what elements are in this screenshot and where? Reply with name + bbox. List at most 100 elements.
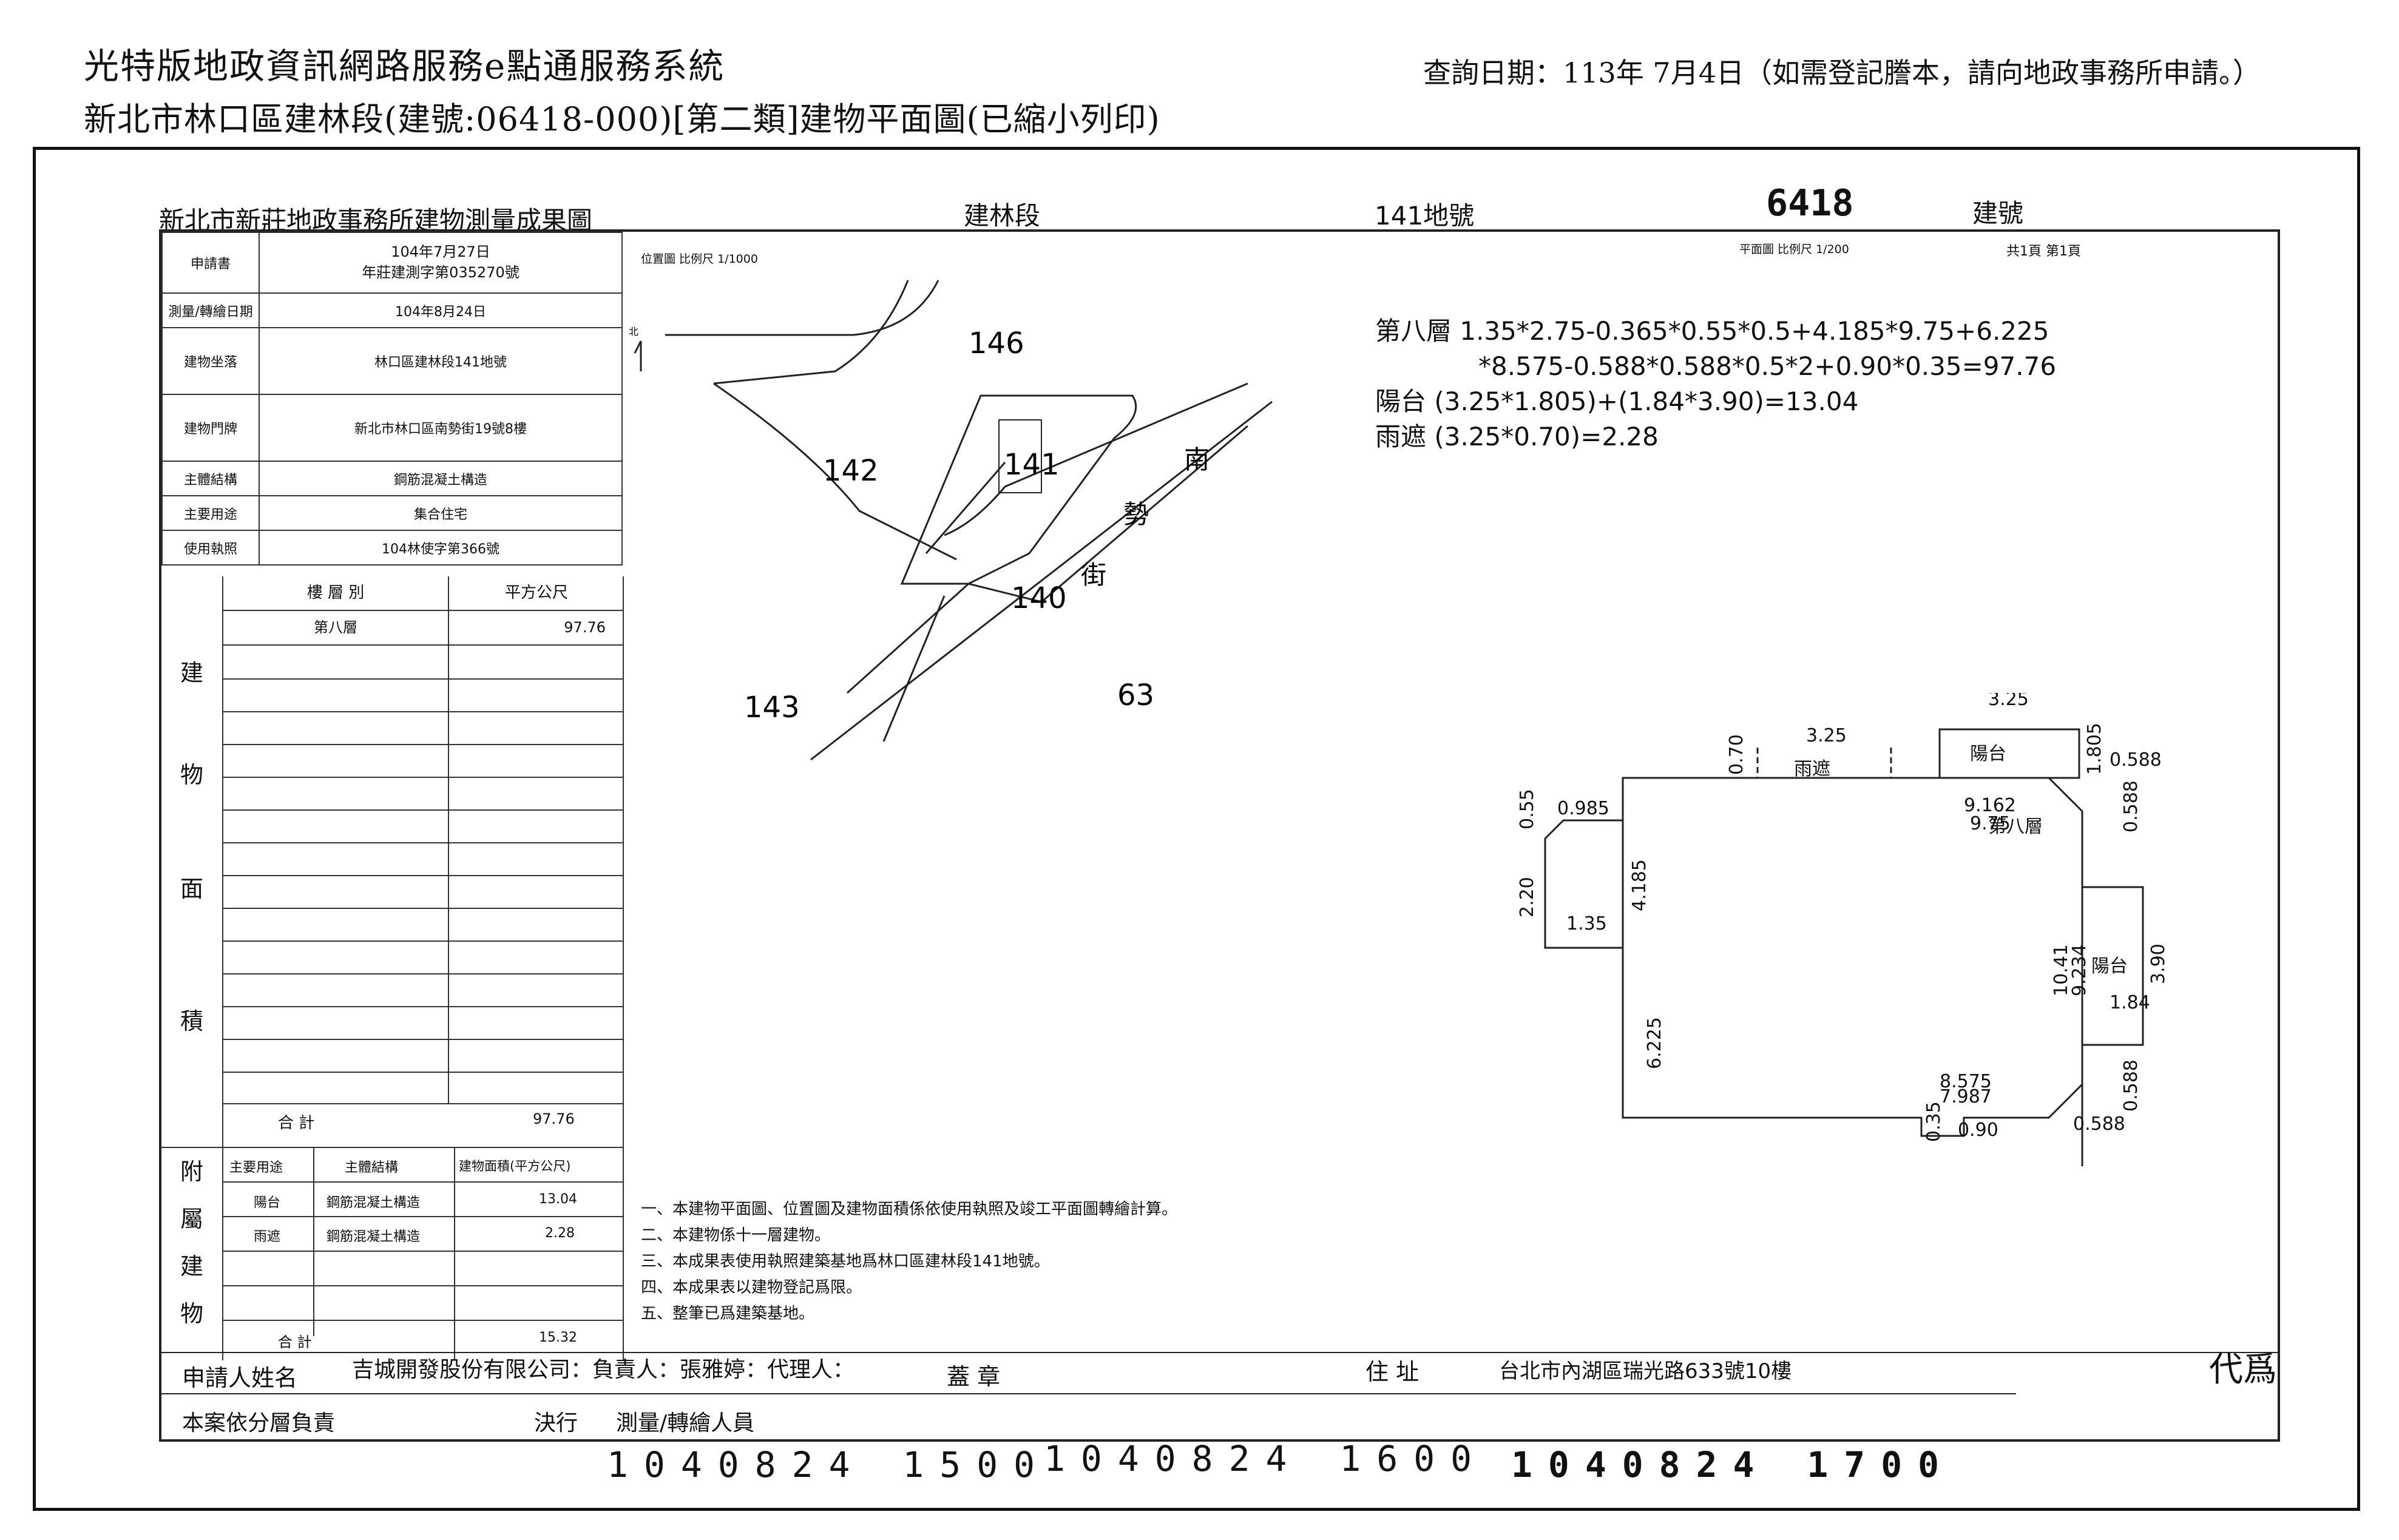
area-grid: 樓 層 別 平方公尺 第八層 97.76 合 計 97.76 bbox=[222, 576, 624, 1147]
attached-use: 陽台 bbox=[254, 1195, 281, 1211]
note-line: 五、整筆已爲建築基地。 bbox=[641, 1305, 815, 1323]
info-label: 測量/轉繪日期 bbox=[161, 292, 260, 328]
balcony-label: 陽台 bbox=[1970, 743, 2006, 765]
street-char: 南 bbox=[1184, 445, 1210, 474]
area-section: 建 物 面 積 樓 層 別 平方公尺 第八層 97.76 合 計 97.76 bbox=[161, 576, 624, 1147]
plan-outline bbox=[1544, 777, 2083, 1137]
dimension: 0.90 bbox=[1958, 1120, 1998, 1141]
building-location: 林口區建林段141地號 bbox=[259, 327, 623, 395]
dimension: 1.805 bbox=[2084, 723, 2105, 775]
area-col-line bbox=[448, 644, 449, 1103]
use-permit: 104林使字第366號 bbox=[259, 530, 623, 566]
area-total-label: 合 計 bbox=[278, 1114, 315, 1132]
attached-total-label: 合 計 bbox=[278, 1334, 312, 1351]
area-row-line bbox=[223, 711, 624, 712]
balcony-label: 陽台 bbox=[2091, 956, 2128, 977]
responsibility-label: 本案依分層負責 bbox=[182, 1411, 336, 1436]
area-row-line bbox=[223, 1039, 624, 1040]
total-divider bbox=[223, 1103, 624, 1104]
timestamp-stamp: 1040824 1600 bbox=[1044, 1438, 1488, 1479]
floor-label: 第八層 bbox=[1988, 816, 2043, 837]
attached-total: 15.32 bbox=[539, 1330, 577, 1345]
timestamp-stamp: 1040824 1500 bbox=[607, 1444, 1051, 1485]
floor-name: 第八層 bbox=[223, 611, 449, 646]
proxy-mark: 代爲 bbox=[2209, 1350, 2277, 1390]
note-line: 二、本建物係十一層建物。 bbox=[641, 1226, 831, 1244]
system-title: 光特版地政資訊網路服務e點通服務系統 bbox=[84, 46, 725, 87]
lot-141-outline bbox=[900, 394, 1137, 585]
section-name: 建林段 bbox=[964, 201, 1041, 231]
dimension: 3.90 bbox=[2148, 944, 2169, 984]
dimension: 10.41 bbox=[2051, 944, 2072, 996]
floor-plan: 第八層 陽台 陽台 雨遮 3.25 3.25 9.162 9.75 0.588 … bbox=[1517, 693, 2169, 1166]
attached-section: 附 屬 建 物 主要用途 主體結構 建物面積(平方公尺) 陽台 鋼筋混凝土構造 … bbox=[161, 1147, 624, 1360]
document-title: 新北市林口區建林段(建號:06418-000)[第二類]建物平面圖(已縮小列印) bbox=[84, 100, 1160, 138]
street-char: 勢 bbox=[1123, 499, 1149, 529]
area-row-line bbox=[223, 678, 624, 680]
calc-line: *8.575-0.588*0.588*0.5*2+0.90*0.35=97.76 bbox=[1478, 351, 2057, 381]
dimension: 3.25 bbox=[1806, 725, 1847, 746]
applicant-name: 吉城開發股份有限公司：負責人：張雅婷：代理人： bbox=[352, 1357, 855, 1382]
calc-line: 雨遮 (3.25*0.70)=2.28 bbox=[1375, 422, 1659, 451]
location-map: 北 146 142 141 140 143 63 南 勢 街 bbox=[629, 280, 1273, 761]
dimension: 8.575 bbox=[1940, 1071, 1992, 1092]
building-footprint bbox=[998, 419, 1042, 493]
north-label: 北 bbox=[629, 326, 638, 337]
area-row-line bbox=[223, 809, 624, 811]
floor-area: 97.76 bbox=[449, 611, 624, 646]
col-area-header: 平方公尺 bbox=[449, 576, 624, 611]
attached-area: 13.04 bbox=[539, 1192, 577, 1207]
dimension: 4.185 bbox=[1629, 859, 1650, 911]
address-label: 住 址 bbox=[1365, 1359, 1419, 1385]
note-line: 四、本成果表以建物登記爲限。 bbox=[641, 1278, 862, 1297]
calc-line: 陽台 (3.25*1.805)+(1.84*3.90)=13.04 bbox=[1375, 387, 1859, 416]
info-label: 建物門牌 bbox=[161, 394, 260, 462]
dimension: 9.234 bbox=[2069, 944, 2090, 996]
area-group-label: 建 物 面 積 bbox=[180, 660, 203, 1035]
dimension: 7.987 bbox=[1940, 1086, 1992, 1107]
lot-label: 63 bbox=[1117, 678, 1154, 712]
area-total: 97.76 bbox=[533, 1110, 575, 1127]
col-use-header: 主要用途 bbox=[229, 1160, 283, 1175]
info-label: 使用執照 bbox=[161, 530, 260, 566]
balcony-right bbox=[2081, 886, 2144, 1046]
lot-label: 146 bbox=[969, 326, 1024, 360]
area-calculation: 第八層 1.35*2.75-0.365*0.55*0.5+4.185*9.75+… bbox=[1375, 314, 2056, 454]
area-row-line bbox=[223, 777, 624, 778]
area-row-line bbox=[223, 842, 624, 843]
page-count: 共1頁 第1頁 bbox=[2006, 244, 2081, 259]
dimension: 0.35 bbox=[1923, 1101, 1944, 1142]
attached-grid: 主要用途 主體結構 建物面積(平方公尺) 陽台 鋼筋混凝土構造 13.04 雨遮… bbox=[222, 1148, 624, 1360]
lot-label: 141 bbox=[1004, 448, 1060, 482]
building-number-label: 建號 bbox=[1972, 198, 2024, 228]
footer-divider bbox=[159, 1439, 2016, 1440]
area-row-line bbox=[223, 875, 624, 876]
main-structure: 鋼筋混凝土構造 bbox=[259, 461, 623, 496]
area-row-line bbox=[223, 973, 624, 974]
note-line: 三、本成果表使用執照建築基地爲林口區建林段141地號。 bbox=[641, 1252, 1050, 1271]
north-arrow-icon bbox=[634, 340, 642, 371]
lot-number: 141地號 bbox=[1375, 201, 1475, 231]
note-line: 一、本建物平面圖、位置圖及建物面積係依使用執照及竣工平面圖轉繪計算。 bbox=[641, 1200, 1178, 1218]
dimension: 0.55 bbox=[1517, 789, 1538, 829]
address-value: 台北市內湖區瑞光路633號10樓 bbox=[1499, 1359, 1792, 1383]
lot-label: 143 bbox=[744, 691, 800, 724]
dimension: 9.162 bbox=[1964, 795, 2016, 816]
street-char: 街 bbox=[1081, 560, 1106, 590]
attached-struct: 鋼筋混凝土構造 bbox=[327, 1195, 421, 1211]
lot-label: 140 bbox=[1011, 581, 1067, 615]
calc-line: 第八層 1.35*2.75-0.365*0.55*0.5+4.185*9.75+… bbox=[1375, 316, 2049, 346]
dimension: 1.84 bbox=[2110, 992, 2150, 1013]
attached-struct: 鋼筋混凝土構造 bbox=[327, 1229, 421, 1244]
dimension: 0.588 bbox=[2120, 780, 2142, 832]
dimension: 6.225 bbox=[1644, 1017, 1665, 1069]
building-address: 新北市林口區南勢街19號8樓 bbox=[259, 394, 623, 462]
location-scale: 位置圖 比例尺 1/1000 bbox=[641, 252, 758, 266]
dimension: 0.588 bbox=[2073, 1113, 2125, 1135]
area-row-line bbox=[223, 744, 624, 745]
attached-area: 2.28 bbox=[545, 1226, 575, 1241]
surveyor-label: 測量/轉繪人員 bbox=[616, 1411, 755, 1436]
seal-label: 蓋 章 bbox=[947, 1363, 1001, 1390]
